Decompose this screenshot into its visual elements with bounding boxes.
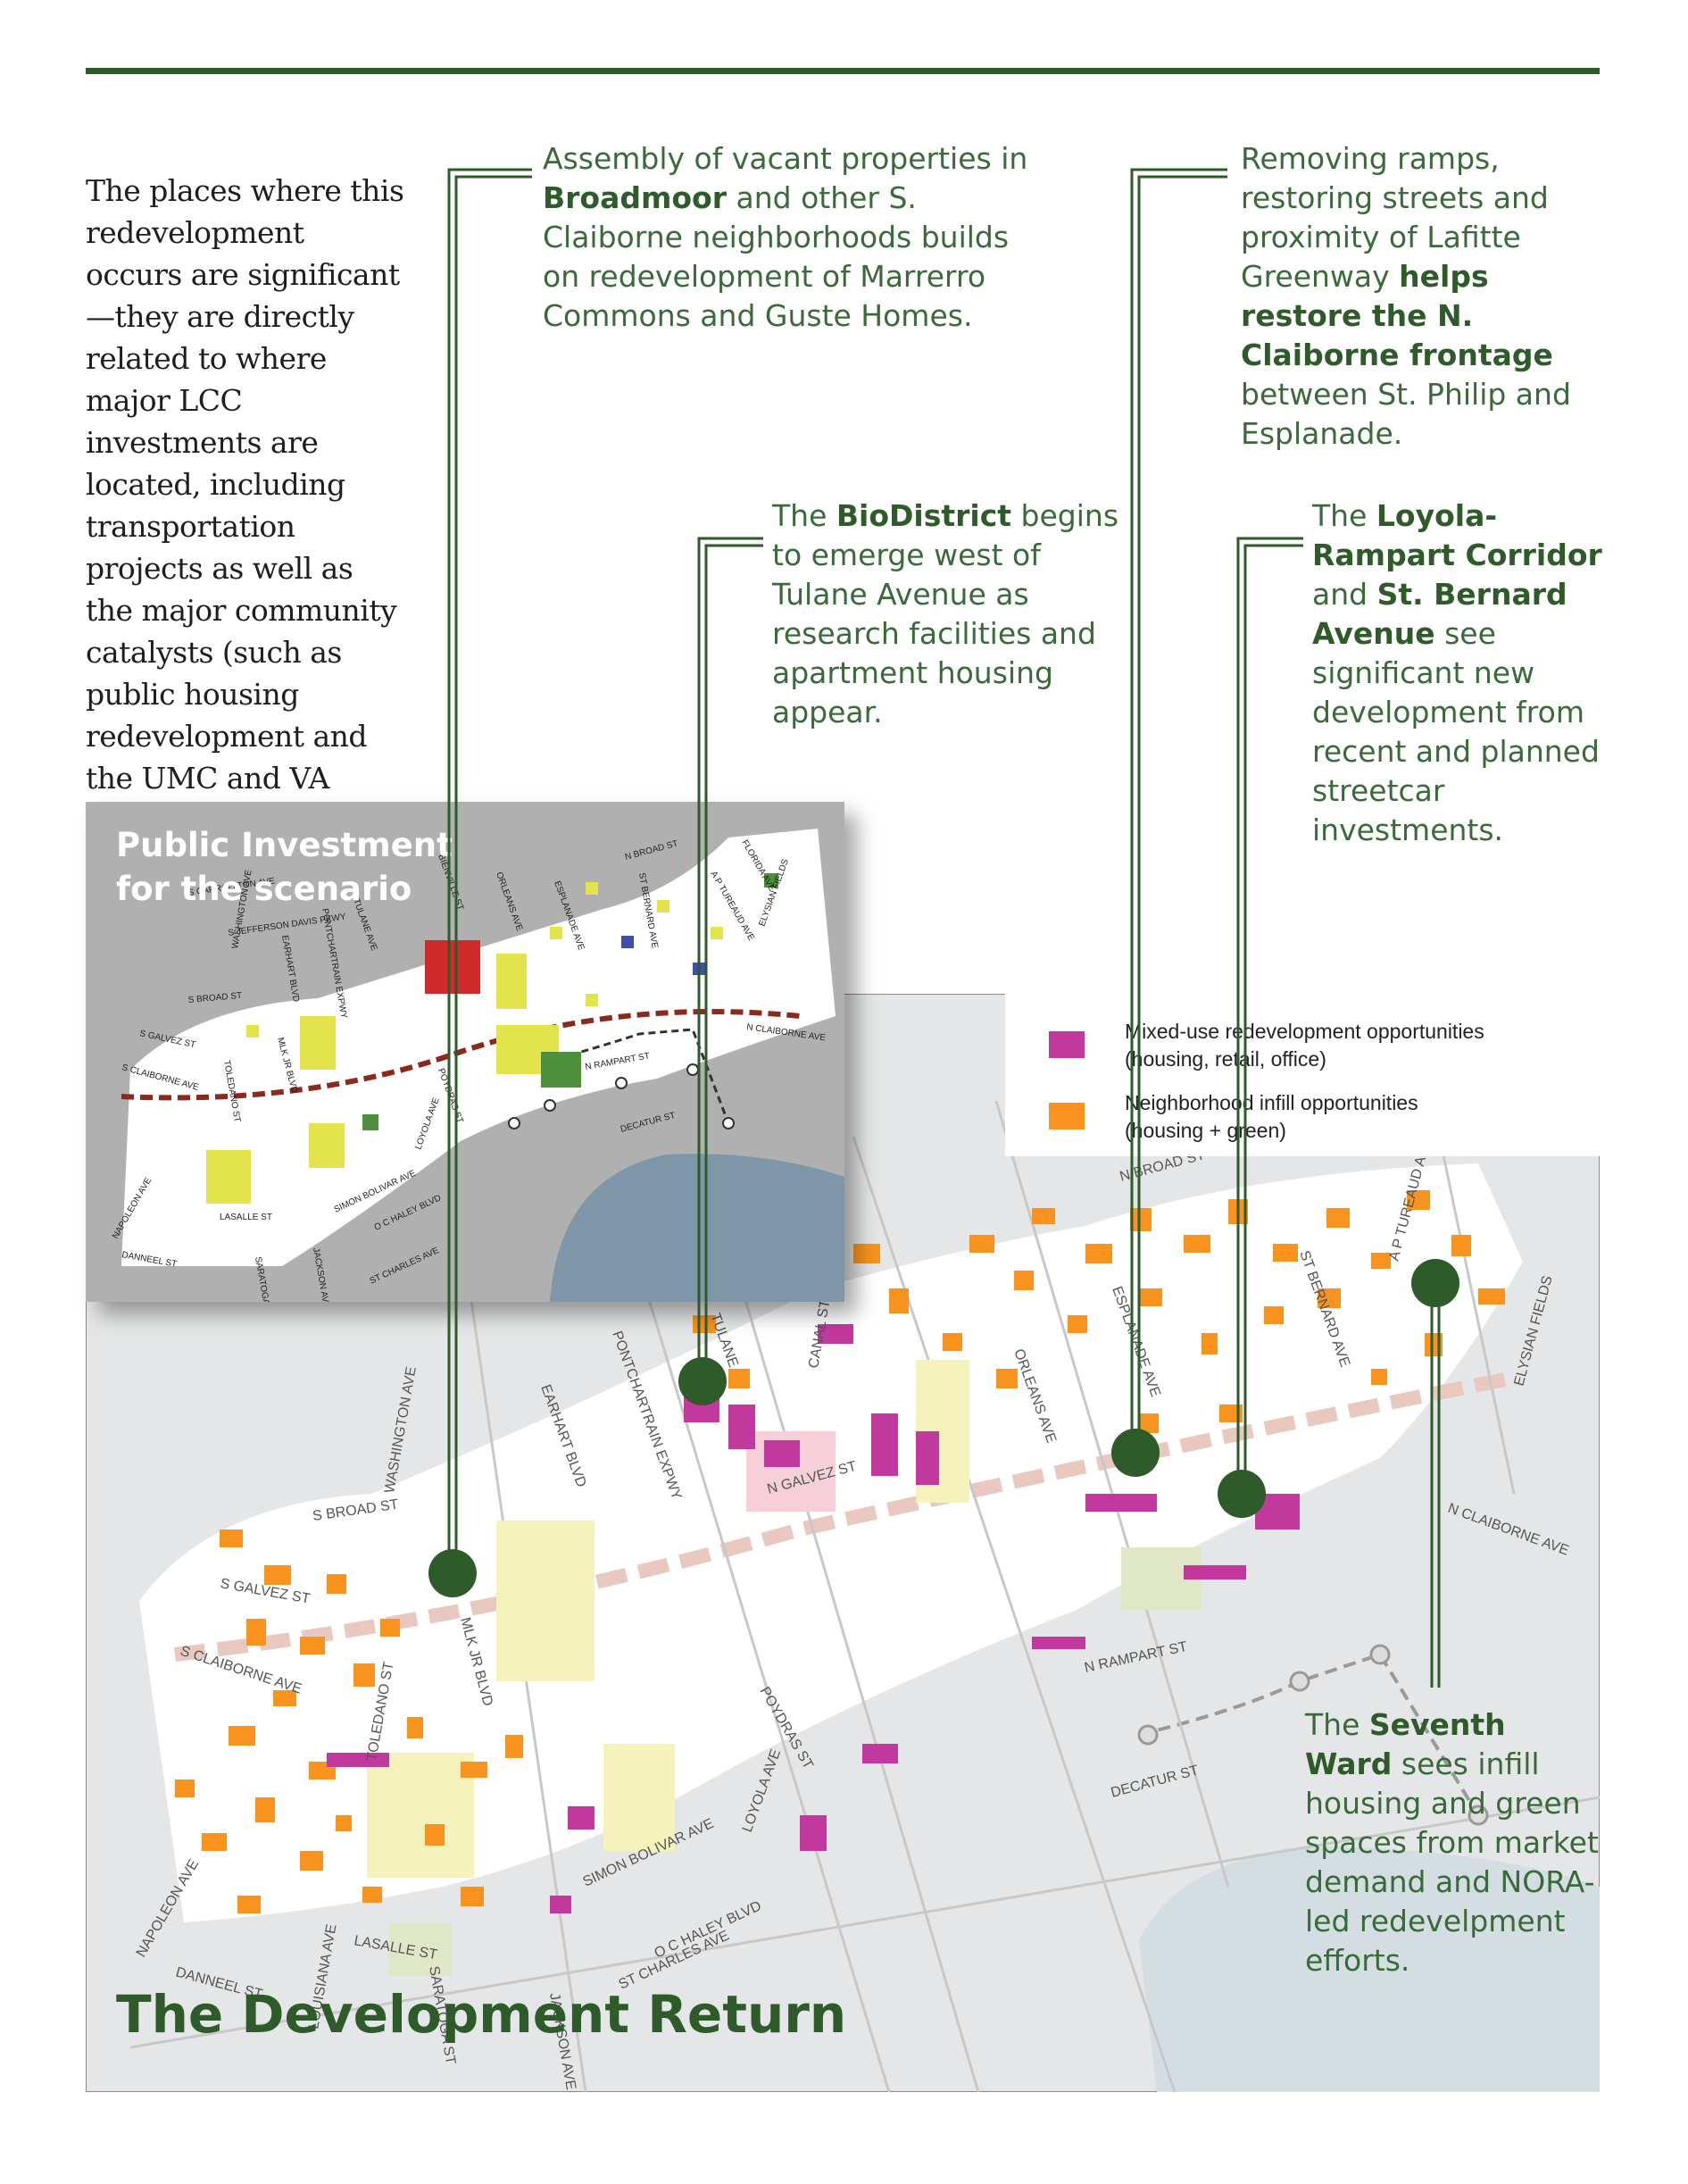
callout-claiborne-bold: helps restore the N. Claiborne frontage bbox=[1241, 259, 1553, 372]
callout-broadmoor-bold: Broadmoor bbox=[543, 180, 727, 215]
mixed-use-parcels bbox=[327, 1324, 1300, 1913]
top-rule bbox=[86, 68, 1600, 74]
legend-item-infill: Neighborhood infill opportunities (housi… bbox=[1125, 1089, 1418, 1145]
legend-swatch-infill bbox=[1049, 1103, 1085, 1130]
callout-seventh-bold: Seventh Ward bbox=[1305, 1707, 1506, 1781]
callout-loyola-bold1: Loyola-Rampart Corridor bbox=[1312, 498, 1602, 572]
callout-biodistrict-bold: BioDistrict bbox=[836, 498, 1012, 533]
legend-item-mixed-use: Mixed-use redevelopment opportunities (h… bbox=[1125, 1018, 1484, 1073]
callout-seventh-ward: The Seventh Ward sees infill housing and… bbox=[1305, 1705, 1600, 1980]
legend-infill-line1: Neighborhood infill opportunities bbox=[1125, 1091, 1418, 1114]
callout-biodistrict: The BioDistrict begins to emerge west of… bbox=[772, 496, 1125, 732]
legend: Mixed-use redevelopment opportunities (h… bbox=[1005, 994, 1600, 1156]
callout-claiborne-pre: Removing ramps, restoring streets and pr… bbox=[1241, 141, 1549, 294]
inset-label-lasalle: LASALLE ST bbox=[220, 1213, 272, 1222]
callout-claiborne-post: between St. Philip and Esplanade. bbox=[1241, 377, 1571, 451]
legend-swatch-mixed-use bbox=[1049, 1031, 1085, 1058]
callout-loyola: The Loyola-Rampart Corridor and St. Bern… bbox=[1312, 496, 1607, 850]
callout-seventh-pre: The bbox=[1305, 1707, 1369, 1742]
callout-loyola-mid: and bbox=[1312, 577, 1377, 612]
inset-title-line2: for the scenario bbox=[116, 870, 412, 908]
callout-broadmoor-pre: Assembly of vacant properties in bbox=[543, 141, 1028, 176]
inset-map-title: Public Investment for the scenario bbox=[116, 823, 453, 911]
main-map-title: The Development Return bbox=[116, 1984, 847, 2045]
legend-mixed-use-line1: Mixed-use redevelopment opportunities bbox=[1125, 1020, 1484, 1043]
callout-biodistrict-pre: The bbox=[772, 498, 836, 533]
inset-label-s-broad: S BROAD ST bbox=[187, 991, 242, 1005]
legend-infill-line2: (housing + green) bbox=[1125, 1119, 1286, 1142]
callout-biodistrict-post: begins to emerge west of Tulane Avenue a… bbox=[772, 498, 1119, 729]
callout-broadmoor-post: and other S. Claiborne neighborhoods bui… bbox=[543, 180, 1010, 333]
inset-title-line1: Public Investment bbox=[116, 826, 453, 864]
callout-broadmoor: Assembly of vacant properties in Broadmo… bbox=[543, 139, 1043, 336]
callout-loyola-bold2: St. Bernard Avenue bbox=[1312, 577, 1567, 651]
callout-loyola-pre: The bbox=[1312, 498, 1376, 533]
callout-claiborne: Removing ramps, restoring streets and pr… bbox=[1241, 139, 1616, 454]
streetcar-stops bbox=[1137, 1644, 1489, 1826]
intro-paragraph: The places where this redevelopment occu… bbox=[86, 173, 404, 838]
callout-seventh-post: sees infill housing and green spaces fro… bbox=[1305, 1746, 1599, 1978]
callout-loyola-post: see significant new development from rec… bbox=[1312, 616, 1600, 847]
legend-mixed-use-line2: (housing, retail, office) bbox=[1125, 1047, 1326, 1071]
